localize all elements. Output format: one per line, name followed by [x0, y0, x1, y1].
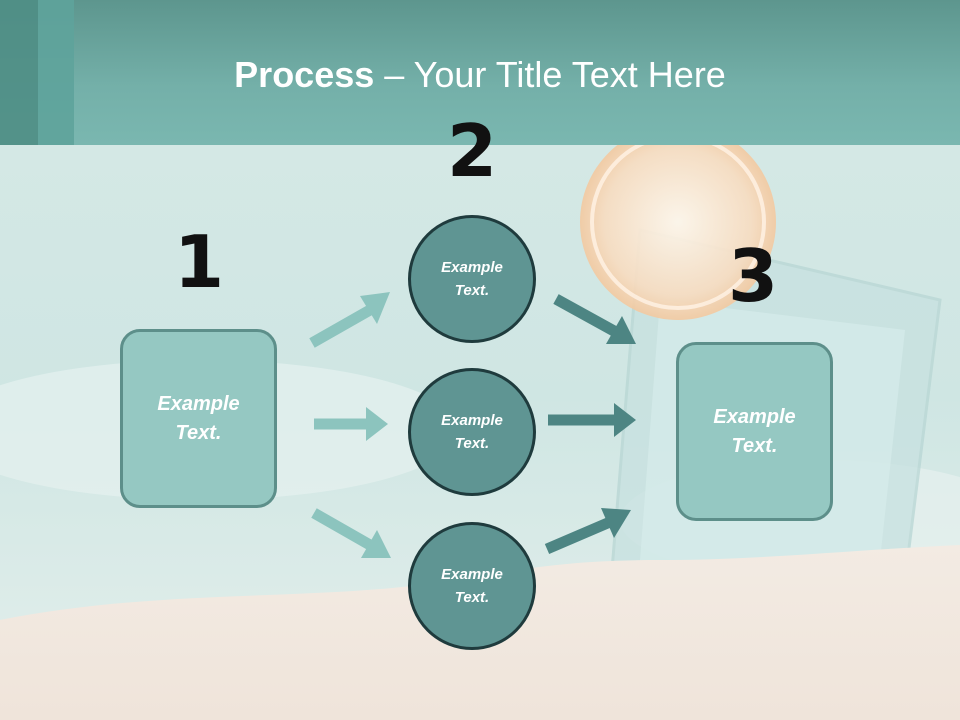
step-number-3: 3 — [727, 234, 779, 318]
circle-line2: Text. — [454, 435, 490, 452]
arrow-down-right-dark — [553, 294, 636, 344]
circle-line2: Text. — [454, 282, 490, 299]
circle-text: Example Text. — [441, 409, 503, 455]
decorative-stripe — [38, 0, 74, 145]
arrow-up-right-light — [309, 292, 390, 348]
step1-box-line1: Example — [157, 392, 240, 415]
step-number-2: 2 — [446, 109, 498, 193]
step2-circle-bottom[interactable]: Example Text. — [408, 522, 536, 650]
circle-text: Example Text. — [441, 563, 503, 609]
arrow-up-right-dark — [544, 508, 631, 555]
step3-box[interactable]: Example Text. — [676, 342, 833, 521]
circle-line1: Example — [441, 259, 503, 276]
title-bold: Process — [234, 54, 375, 95]
step1-box[interactable]: Example Text. — [120, 329, 277, 508]
step2-circle-middle[interactable]: Example Text. — [408, 368, 536, 496]
slide-title: Process – Your Title Text Here — [0, 52, 960, 98]
circle-text: Example Text. — [441, 256, 503, 302]
title-rest: – Your Title Text Here — [374, 54, 726, 95]
circle-line2: Text. — [454, 589, 490, 606]
circle-line1: Example — [441, 566, 503, 583]
step2-circle-top[interactable]: Example Text. — [408, 215, 536, 343]
circle-line1: Example — [441, 412, 503, 429]
step1-box-text: Example Text. — [157, 390, 239, 448]
step3-box-text: Example Text. — [713, 403, 795, 461]
arrow-right-dark — [548, 403, 636, 437]
title-bar — [0, 0, 960, 145]
step-number-1: 1 — [173, 220, 225, 304]
decorative-stripe — [0, 0, 38, 145]
step1-box-line2: Text. — [175, 421, 222, 444]
arrow-down-right-light — [311, 508, 391, 558]
step3-box-line2: Text. — [731, 434, 778, 457]
step3-box-line1: Example — [713, 405, 796, 428]
arrow-right-light — [314, 407, 388, 441]
